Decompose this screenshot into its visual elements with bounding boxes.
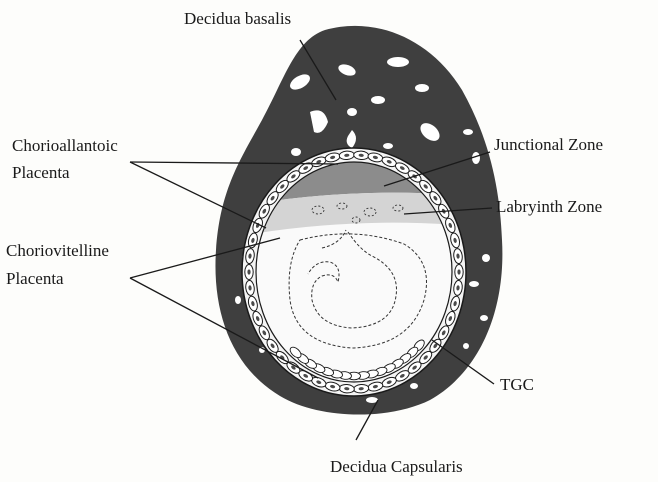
label-choriovitelline-line1: Choriovitelline <box>6 241 109 260</box>
label-tgc: TGC <box>500 375 534 394</box>
label-labyrinth-zone: Labryinth Zone <box>496 197 602 216</box>
label-junctional-zone: Junctional Zone <box>494 135 603 154</box>
label-chorioallantoic-line2: Placenta <box>12 163 70 182</box>
label-choriovitelline-line2: Placenta <box>6 269 64 288</box>
cell-nucleus <box>457 269 460 274</box>
cell-nucleus <box>247 269 250 274</box>
label-decidua-capsularis: Decidua Capsularis <box>330 457 463 476</box>
label-chorioallantoic-line1: Chorioallantoic <box>12 136 118 155</box>
label-decidua-basalis: Decidua basalis <box>184 9 291 28</box>
